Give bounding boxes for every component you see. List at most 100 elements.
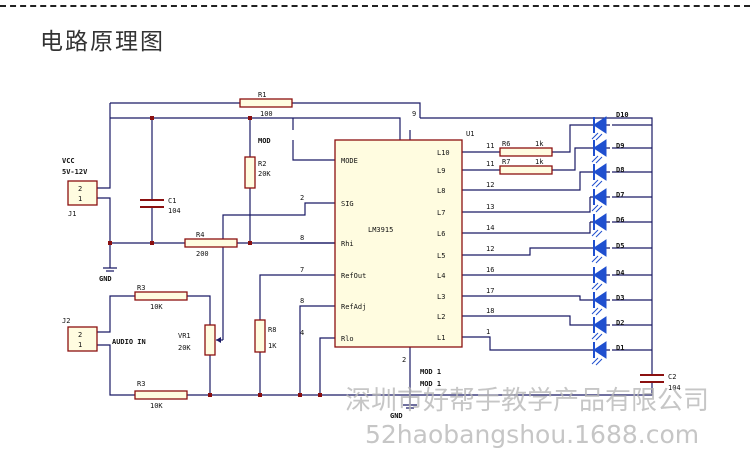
capacitor-c2: C2 104: [640, 373, 681, 392]
ic-pin-num-rlo: 4: [300, 329, 304, 337]
vr1-ref: VR1: [178, 332, 191, 340]
ic-pin-label-l4: L4: [437, 272, 445, 280]
r6-ref: R6: [502, 140, 510, 148]
ic-bottom-pin: 2: [402, 356, 406, 364]
led-d8: D8: [590, 163, 624, 188]
j2-ref: J2: [62, 317, 70, 325]
ic-pin-num-l6: 14: [486, 224, 494, 232]
ic-pin-num-l3: 17: [486, 287, 494, 295]
c2-ref: C2: [668, 373, 676, 381]
ic-pin-num-l7: 13: [486, 203, 494, 211]
ic-pin-label-rhi: Rhi: [341, 240, 354, 248]
led-d4-label: D4: [616, 269, 624, 277]
ic-pin-label-refadj: RefAdj: [341, 303, 366, 311]
gnd1-label: GND: [99, 275, 112, 283]
resistor-r4: R4 200: [184, 231, 238, 258]
ic-body: [334, 139, 463, 348]
ic-name: LM3915: [368, 226, 393, 234]
led-d8-label: D8: [616, 166, 624, 174]
c1-ref: C1: [168, 197, 176, 205]
r2-value: 20K: [258, 170, 271, 178]
mode-label: MOD: [258, 137, 271, 145]
led-d9-label: D9: [616, 142, 624, 150]
j1-vcc-label: VCC: [62, 157, 75, 165]
r8-ref: R8: [268, 326, 276, 334]
j2-pin2: 2: [78, 331, 82, 339]
led-d10: D10: [590, 111, 629, 141]
capacitor-c1: C1 104: [140, 197, 181, 215]
ic-pin-label-l7: L7: [437, 209, 445, 217]
resistor-r1: R1 100: [239, 91, 293, 118]
ic-pin-label-refout: RefOut: [341, 272, 366, 280]
led-d6: D6: [590, 213, 624, 238]
led-d4: D4: [590, 266, 624, 291]
j1-ref: J1: [68, 210, 76, 218]
r4-ref: R4: [196, 231, 204, 239]
potentiometer-vr1: VR1 20K: [178, 324, 223, 356]
led-d2: D2: [590, 316, 624, 341]
ic-pin-num-l2: 18: [486, 307, 494, 315]
page-title: 电路原理图: [40, 29, 165, 55]
led-array: D10 D9 D8 D7: [590, 111, 629, 366]
audio-in-label: AUDIO IN: [112, 338, 146, 346]
resistor-r3: R3 10K: [134, 380, 188, 410]
ic-lm3915: LM3915 U1 9 2 MODE SIG Rhi RefOut RefAdj…: [300, 110, 494, 364]
r6-value: 1k: [535, 140, 544, 148]
vr1-value: 20K: [178, 344, 191, 352]
ic-pin-label-l1: L1: [437, 334, 445, 342]
ic-pin-num-l4: 16: [486, 266, 494, 274]
resistor-r6: R6 1k: [499, 140, 553, 157]
resistor-r7: R7 1k: [499, 158, 553, 175]
j1-pin1: 1: [78, 195, 82, 203]
ic-pin-num-l1: 1: [486, 328, 490, 336]
ic-pin-num-sig: 2: [300, 194, 304, 202]
j1-voltage-label: 5V-12V: [62, 168, 88, 176]
j2-pin1: 1: [78, 341, 82, 349]
j1-pin2: 2: [78, 185, 82, 193]
gnd2-label: GND: [390, 412, 403, 420]
ic-pin-label-sig: SIG: [341, 200, 354, 208]
mod-line-2: MOD 1: [420, 380, 441, 388]
ic-pin-label-l3: L3: [437, 293, 445, 301]
led-d2-label: D2: [616, 319, 624, 327]
watermark-site: 52haobangshou.1688.com: [365, 420, 700, 449]
resistor-r8: R8 1K: [254, 319, 277, 353]
ic-pin-num-l9: 11: [486, 160, 494, 168]
led-d1: D1: [590, 341, 624, 366]
ic-pin-label-l10: L10: [437, 149, 450, 157]
led-d3: D3: [590, 291, 624, 316]
r1-value: 100: [260, 110, 273, 118]
r7-value: 1k: [535, 158, 544, 166]
ground-symbol-1: GND: [99, 267, 117, 283]
r1-ref: R1: [258, 91, 266, 99]
r5-value: 10K: [150, 303, 163, 311]
ic-pin-num-refout: 7: [300, 266, 304, 274]
r3-value: 10K: [150, 402, 163, 410]
r4-value: 200: [196, 250, 209, 258]
ic-pin-label-rlo: Rlo: [341, 335, 354, 343]
r8-value: 1K: [268, 342, 277, 350]
led-d5: D5: [590, 239, 624, 264]
ic-pin-label-l6: L6: [437, 230, 445, 238]
wires: [97, 102, 653, 405]
connector-j2: 2 1 J2 AUDIO IN: [62, 317, 146, 352]
connector-j1: 2 1 VCC 5V-12V J1: [62, 157, 98, 218]
led-d10-label: D10: [616, 111, 629, 119]
ic-pin-num-refadj: 8: [300, 297, 304, 305]
ic-pin-label-l5: L5: [437, 252, 445, 260]
resistor-r5: R3 10K: [134, 284, 188, 311]
led-d7: D7: [590, 188, 624, 213]
led-d9: D9: [590, 139, 624, 164]
ic-top-pin: 9: [412, 110, 416, 118]
r5-ref: R3: [137, 284, 145, 292]
ic-pin-num-l10: 11: [486, 142, 494, 150]
r3-ref: R3: [137, 380, 145, 388]
junction-dots: [108, 116, 322, 397]
ic-pin-num-rhi: 8: [300, 234, 304, 242]
r7-ref: R7: [502, 158, 510, 166]
c1-value: 104: [168, 207, 181, 215]
resistor-r2: R2 20K: [244, 156, 271, 189]
r2-ref: R2: [258, 160, 266, 168]
